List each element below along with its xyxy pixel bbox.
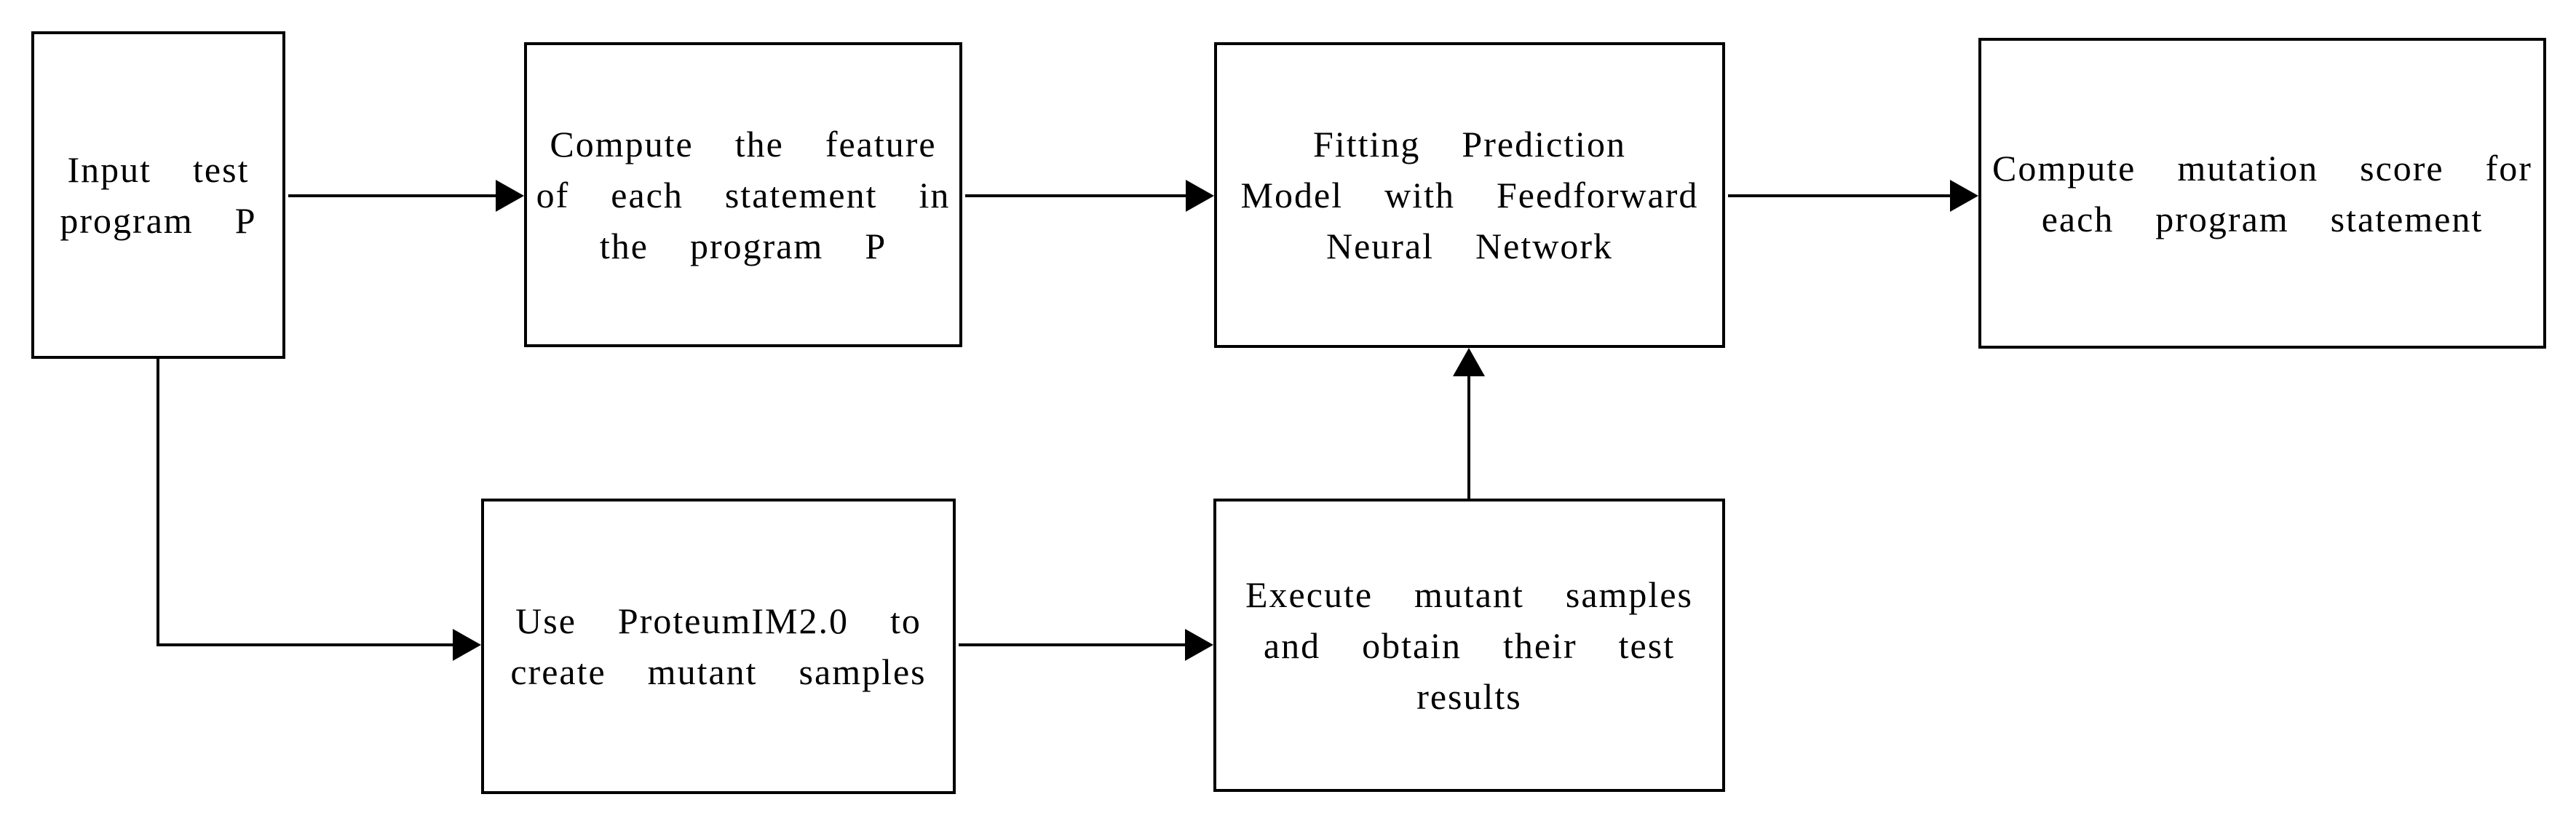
box-text-line: program P xyxy=(60,200,257,241)
arrow-feature-to-model xyxy=(965,180,1214,212)
arrow-execute-to-model xyxy=(1453,348,1485,499)
box-text-line: Neural Network xyxy=(1326,226,1613,266)
arrow-input-to-feature xyxy=(288,180,524,212)
elbow-arrow-input-to-proteum xyxy=(156,359,481,661)
box-text-line: Compute the feature xyxy=(550,123,937,164)
box-text-line: Execute mutant samples xyxy=(1245,574,1693,615)
box-text-line: Use ProteumIM2.0 to xyxy=(515,600,922,641)
flow-box-execute-mutants: Execute mutant samples and obtain their … xyxy=(1213,499,1725,792)
box-text-line: of each statement in xyxy=(536,174,951,215)
flow-box-compute-feature: Compute the feature of each statement in… xyxy=(524,42,962,347)
flow-box-use-proteum: Use ProteumIM2.0 to create mutant sample… xyxy=(481,499,956,794)
flow-box-input-test-program: Input test program P xyxy=(31,31,285,359)
box-text-line: the program P xyxy=(599,225,887,266)
box-text-line: Model with Feedforward xyxy=(1240,175,1699,215)
arrow-model-to-score xyxy=(1728,180,1978,212)
box-text-line: and obtain their test xyxy=(1263,624,1676,666)
arrow-proteum-to-execute xyxy=(959,629,1213,661)
flow-box-compute-mutation-score: Compute mutation score for each program … xyxy=(1978,38,2546,349)
box-text-line: Compute mutation score for xyxy=(1992,147,2532,189)
flow-box-fitting-model: Fitting Prediction Model with Feedforwar… xyxy=(1214,42,1725,348)
box-text-line: results xyxy=(1416,675,1522,717)
box-text-line: each program statement xyxy=(2041,198,2484,239)
box-text-line: Input test xyxy=(67,149,250,190)
box-text-line: create mutant samples xyxy=(510,651,927,692)
box-text-line: Fitting Prediction xyxy=(1313,124,1626,164)
